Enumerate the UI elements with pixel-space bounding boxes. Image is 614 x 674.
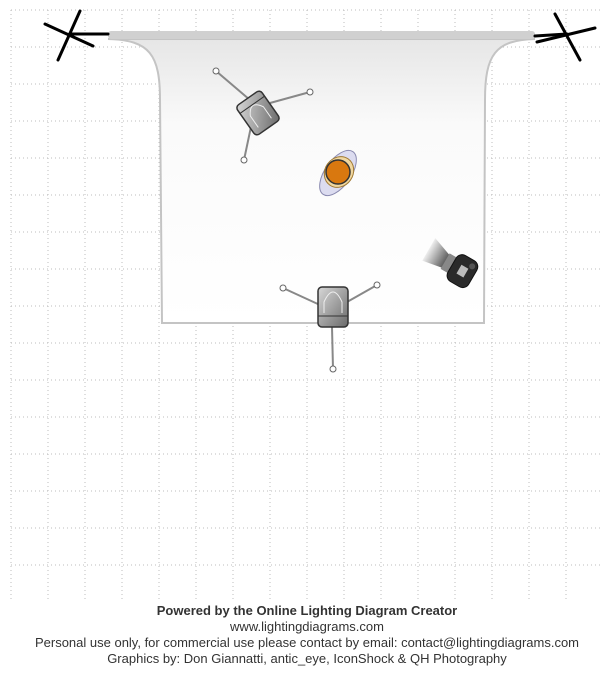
background-stand-right[interactable] <box>533 12 597 62</box>
powered-by-text: Powered by the Online Lighting Diagram C… <box>156 603 458 618</box>
credits-text: Graphics by: Don Giannatti, antic_eye, I… <box>107 651 507 666</box>
key-light-softbox[interactable] <box>212 67 314 164</box>
subject-model[interactable] <box>312 144 363 202</box>
lighting-diagram-canvas <box>10 9 600 600</box>
license-text: Personal use only, for commercial use pl… <box>34 635 580 650</box>
background-stand-left[interactable] <box>43 9 110 62</box>
front-light-softbox[interactable] <box>279 281 381 373</box>
camera[interactable] <box>420 238 480 290</box>
website-link[interactable]: www.lightingdiagrams.com <box>230 619 384 634</box>
